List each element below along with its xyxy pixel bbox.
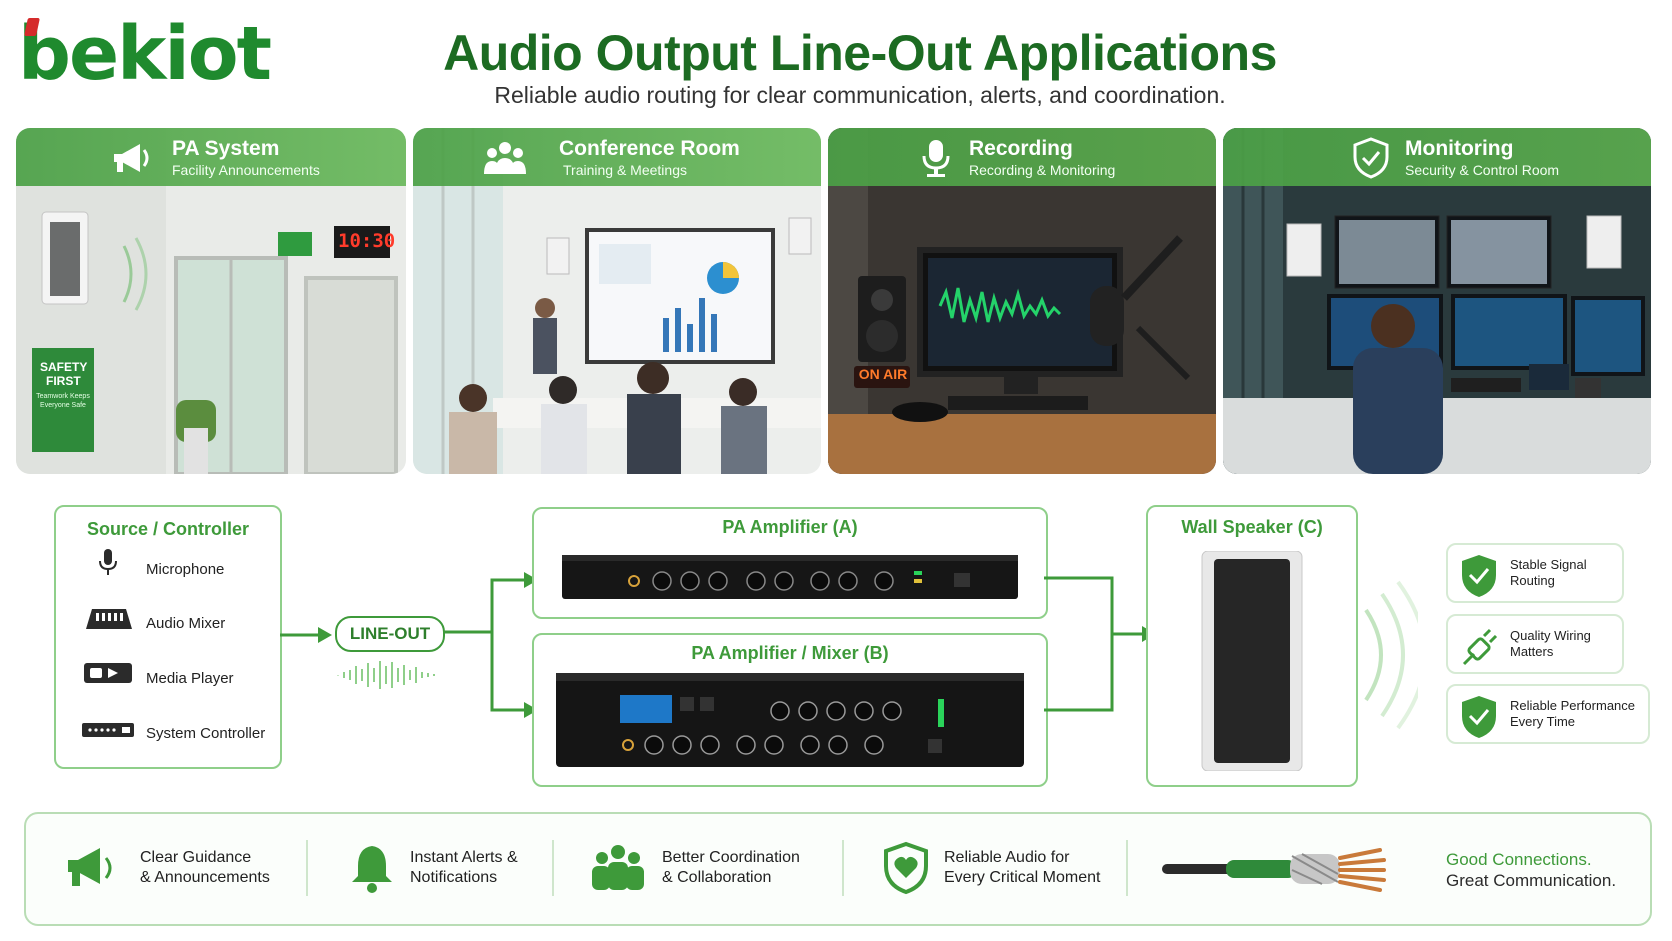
wall-speaker-box: Wall Speaker (C) (1146, 505, 1358, 787)
panel-band (16, 128, 406, 186)
benefit-line1: Clear Guidance (140, 849, 252, 866)
benefit-line2: & Announcements (140, 869, 270, 886)
amplifier-a-unit (562, 555, 1018, 599)
panel-subtitle: Security & Control Room (1405, 162, 1560, 178)
panel-band (413, 128, 821, 186)
panel-title: Monitoring (1405, 137, 1514, 160)
benefit-line1: Better Coordination (662, 849, 800, 866)
logo: bekiot (18, 11, 272, 97)
benefit-line2: & Collaboration (662, 869, 772, 886)
cable-plug-icon (1462, 628, 1498, 666)
tagline-line2: Great Communication. (1446, 871, 1617, 890)
microphone-icon (922, 140, 950, 177)
benefit-line2: Notifications (410, 869, 498, 886)
wall-clock: 10:30 (338, 230, 396, 252)
wall-speaker-unit (1201, 551, 1303, 771)
megaphone-icon (68, 848, 112, 886)
benefits-bar: Clear Guidance & Announcements Instant A… (24, 812, 1652, 926)
feature-line1: Reliable Performance (1510, 698, 1636, 713)
benefit-line2: Every Critical Moment (944, 869, 1101, 886)
source-item-media-player: Media Player (146, 670, 234, 687)
line-out-label: LINE-OUT (335, 616, 445, 652)
microphone-icon (99, 549, 117, 575)
on-air-sign: ON AIR (858, 366, 908, 382)
page-title: Audio Output Line-Out Applications (443, 25, 1277, 81)
sign-text-2: FIRST (46, 374, 81, 388)
benefit-line1: Reliable Audio for (944, 849, 1070, 866)
sign-small-text: Teamwork Keeps Everyone Safe (36, 393, 90, 409)
benefit-text: Better Coordination & Collaboration (662, 848, 800, 888)
shield-check-icon (1462, 696, 1496, 738)
source-title: Source / Controller (86, 519, 250, 539)
waveform-icon (337, 661, 435, 689)
panel-pa-system: SAFETY FIRST Teamwork Keeps Everyone Saf… (16, 128, 406, 474)
source-controller-box: Source / Controller Microphone Audio Mix… (54, 505, 282, 769)
pa-amplifier-a-box: PA Amplifier (A) (532, 507, 1048, 619)
sound-waves-icon (1364, 580, 1418, 730)
panel-title: Conference Room (559, 137, 740, 160)
panel-subtitle: Recording & Monitoring (969, 162, 1116, 178)
panel-monitoring: Monitoring Security & Control Room (1223, 128, 1651, 474)
page-subtitle: Reliable audio routing for clear communi… (494, 82, 1226, 108)
speaker-title: Wall Speaker (C) (1181, 517, 1323, 537)
panel-band (828, 128, 1216, 186)
feature-text: Quality Wiring Matters (1510, 628, 1591, 660)
benefit-text: Clear Guidance & Announcements (140, 848, 270, 888)
panel-title: Recording (969, 137, 1073, 160)
panel-recording: ON AIR Recording Recording & Monitoring (828, 128, 1216, 474)
feature-line2: Routing (1510, 573, 1555, 588)
feature-line2: Matters (1510, 644, 1554, 659)
shield-check-icon (1462, 555, 1496, 597)
feature-text: Reliable Performance Every Time (1510, 698, 1635, 730)
divider (1126, 840, 1128, 896)
team-icon (592, 845, 644, 890)
feature-text: Stable Signal Routing (1510, 557, 1587, 589)
source-item-system-controller: System Controller (146, 725, 266, 742)
feature-line2: Every Time (1510, 714, 1576, 729)
audio-mixer-icon (86, 609, 132, 629)
pa-amplifier-b-box: PA Amplifier / Mixer (B) (532, 633, 1048, 787)
signal-connectors (280, 572, 538, 718)
logo-text: bekiot (18, 11, 272, 97)
divider (552, 840, 554, 896)
amp-b-title: PA Amplifier / Mixer (B) (691, 643, 889, 663)
feature-line1: Quality Wiring (1510, 628, 1591, 643)
panel-subtitle: Facility Announcements (172, 162, 320, 178)
divider (842, 840, 844, 896)
feature-line1: Stable Signal (1510, 557, 1587, 572)
group-icon (484, 142, 526, 174)
benefit-text: Instant Alerts & Notifications (410, 848, 518, 888)
speaker-connectors (1044, 576, 1156, 712)
amp-a-title: PA Amplifier (A) (722, 517, 858, 537)
sign-text-1: SAFETY (40, 360, 88, 374)
panel-subtitle: Training & Meetings (563, 162, 687, 178)
divider (306, 840, 308, 896)
feature-stable-signal: Stable Signal Routing (1446, 543, 1624, 603)
megaphone-icon (114, 144, 149, 172)
amplifier-b-unit (556, 673, 1024, 767)
panel-title: PA System (172, 137, 280, 160)
shield-icon (1353, 137, 1389, 179)
benefit-text: Reliable Audio for Every Critical Moment (944, 848, 1100, 888)
shield-heart-icon (884, 841, 928, 895)
cable-illustration (1162, 848, 1386, 892)
tagline-line1: Good Connections. (1446, 850, 1592, 869)
panel-conference-room: Conference Room Training & Meetings (413, 128, 821, 474)
media-player-icon (84, 663, 132, 683)
panel-band (1223, 128, 1651, 186)
source-item-microphone: Microphone (146, 561, 225, 578)
benefit-line1: Instant Alerts & (410, 849, 518, 866)
feature-quality-wiring: Quality Wiring Matters (1446, 614, 1624, 674)
feature-reliable-performance: Reliable Performance Every Time (1446, 684, 1650, 744)
system-controller-icon (82, 723, 134, 737)
bell-icon (352, 846, 392, 893)
source-item-audio-mixer: Audio Mixer (146, 615, 226, 632)
